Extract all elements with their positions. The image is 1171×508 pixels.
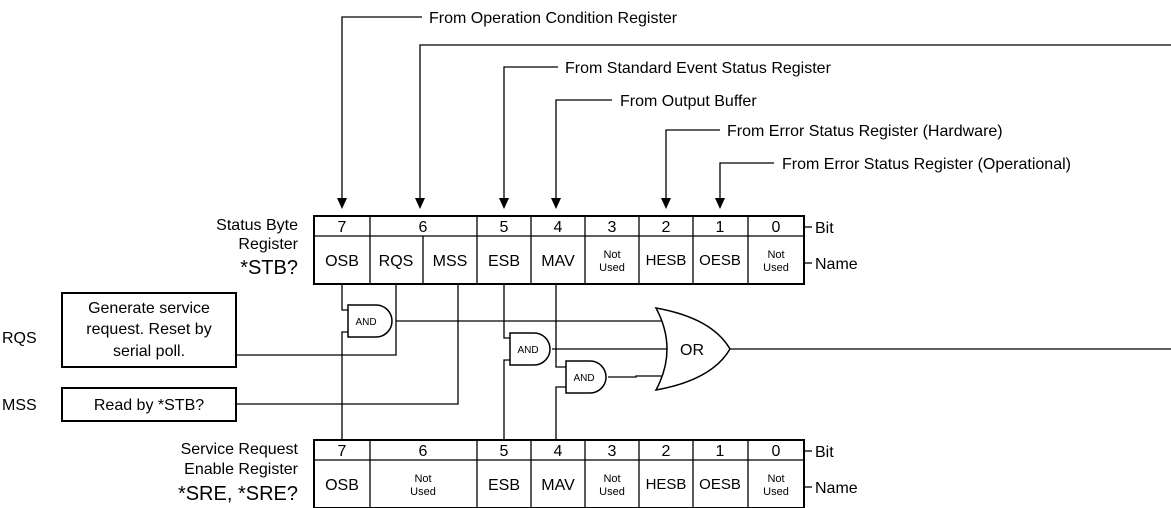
status-byte-label: Status Byte Register *STB? (216, 217, 299, 279)
source-error-hw-label: From Error Status Register (Hardware) (727, 123, 1003, 140)
and-gate-esb-label: AND (517, 345, 538, 356)
status-byte-label-line2: Register (238, 236, 298, 253)
status-byte-register: 7 6 5 4 3 2 1 0 OSB RQS MSS ESB MAV Not … (313, 215, 805, 285)
stb-bit-suffix: Bit (815, 220, 834, 237)
mss-box-text: Read by *STB? (94, 397, 204, 414)
sre-name-b0-line1: Not (767, 473, 784, 485)
sre-name-hesb: HESB (646, 476, 687, 493)
stb-bit-3: 3 (608, 219, 617, 236)
stb-bit-2: 2 (662, 219, 671, 236)
sre-name-b6-line1: Not (414, 473, 431, 485)
or-gate-label: OR (680, 342, 704, 359)
sre-bit-6: 6 (419, 443, 428, 460)
stb-bit-1: 1 (716, 219, 725, 236)
sre-bit-suffix: Bit (815, 444, 834, 461)
status-byte-label-line1: Status Byte (216, 217, 298, 234)
sre-bit-2: 2 (662, 443, 671, 460)
stb-name-b0-line2: Used (763, 262, 789, 274)
sre-bit-0: 0 (772, 443, 781, 460)
sre-name-mav: MAV (541, 477, 575, 494)
stb-bit-7: 7 (338, 219, 347, 236)
stb-name-suffix: Name (815, 256, 858, 273)
source-operation-condition: From Operation Condition Register (337, 10, 678, 209)
and-gate-osb-label: AND (355, 317, 376, 328)
stb-suffix-labels: Bit Name (804, 220, 858, 273)
sre-name-oesb: OESB (699, 476, 741, 493)
mss-side-label: MSS (2, 397, 37, 414)
stb-name-oesb: OESB (699, 252, 741, 269)
stb-bit-0: 0 (772, 219, 781, 236)
sre-name-b6-line2: Used (410, 486, 436, 498)
mss-box: MSS Read by *STB? (2, 387, 237, 422)
sre-name-osb: OSB (325, 477, 359, 494)
sre-name-b0-line2: Used (763, 486, 789, 498)
rqs-box-line2: request. Reset by (86, 321, 211, 338)
sre-bit-4: 4 (554, 443, 563, 460)
rqs-box: RQS Generate service request. Reset by s… (2, 292, 237, 368)
sre-name-suffix: Name (815, 480, 858, 497)
source-standard-event: From Standard Event Status Register (499, 60, 832, 209)
sre-name-b3-line2: Used (599, 486, 625, 498)
sre-name-esb: ESB (488, 477, 520, 494)
logic-wiring (236, 284, 1171, 440)
stb-name-esb: ESB (488, 253, 520, 270)
source-output-buffer-label: From Output Buffer (620, 93, 757, 110)
rqs-side-label: RQS (2, 330, 37, 347)
sre-label-line1: Service Request (181, 441, 299, 458)
and-gate-mav-label: AND (573, 373, 594, 384)
sre-register: 7 6 5 4 3 2 1 0 OSB Not Used ESB MAV Not… (313, 439, 805, 508)
stb-name-rqs: RQS (379, 253, 414, 270)
source-error-op-label: From Error Status Register (Operational) (782, 156, 1071, 173)
sre-bit-5: 5 (500, 443, 509, 460)
and-gate-osb: AND (347, 304, 393, 338)
stb-name-mav: MAV (541, 253, 575, 270)
stb-name-osb: OSB (325, 253, 359, 270)
and-gate-mav: AND (565, 360, 607, 394)
stb-bit-4: 4 (554, 219, 563, 236)
stb-name-b0-line1: Not (767, 249, 784, 261)
stb-bit-6: 6 (419, 219, 428, 236)
stb-bit-5: 5 (500, 219, 509, 236)
source-standard-event-label: From Standard Event Status Register (565, 60, 832, 77)
stb-name-hesb: HESB (646, 252, 687, 269)
stb-name-b3-line1: Not (603, 249, 620, 261)
source-questionable (415, 44, 1171, 209)
stb-name-b3-line2: Used (599, 262, 625, 274)
rqs-box-line3: serial poll. (113, 343, 185, 360)
sre-label: Service Request Enable Register *SRE, *S… (178, 441, 299, 505)
source-operation-condition-label: From Operation Condition Register (429, 10, 678, 27)
sre-bit-1: 1 (716, 443, 725, 460)
sre-suffix-labels: Bit Name (804, 444, 858, 497)
rqs-box-line1: Generate service (88, 300, 210, 317)
source-output-buffer: From Output Buffer (551, 93, 757, 209)
status-byte-query: *STB? (240, 257, 298, 279)
or-gate: OR (654, 306, 731, 392)
sre-label-line2: Enable Register (184, 461, 299, 478)
sre-bit-3: 3 (608, 443, 617, 460)
stb-name-mss: MSS (433, 253, 468, 270)
sre-name-b3-line1: Not (603, 473, 620, 485)
sre-bit-7: 7 (338, 443, 347, 460)
source-error-op: From Error Status Register (Operational) (715, 156, 1071, 209)
sre-query: *SRE, *SRE? (178, 483, 298, 505)
and-gate-esb: AND (509, 332, 551, 366)
source-error-hw: From Error Status Register (Hardware) (661, 123, 1003, 209)
